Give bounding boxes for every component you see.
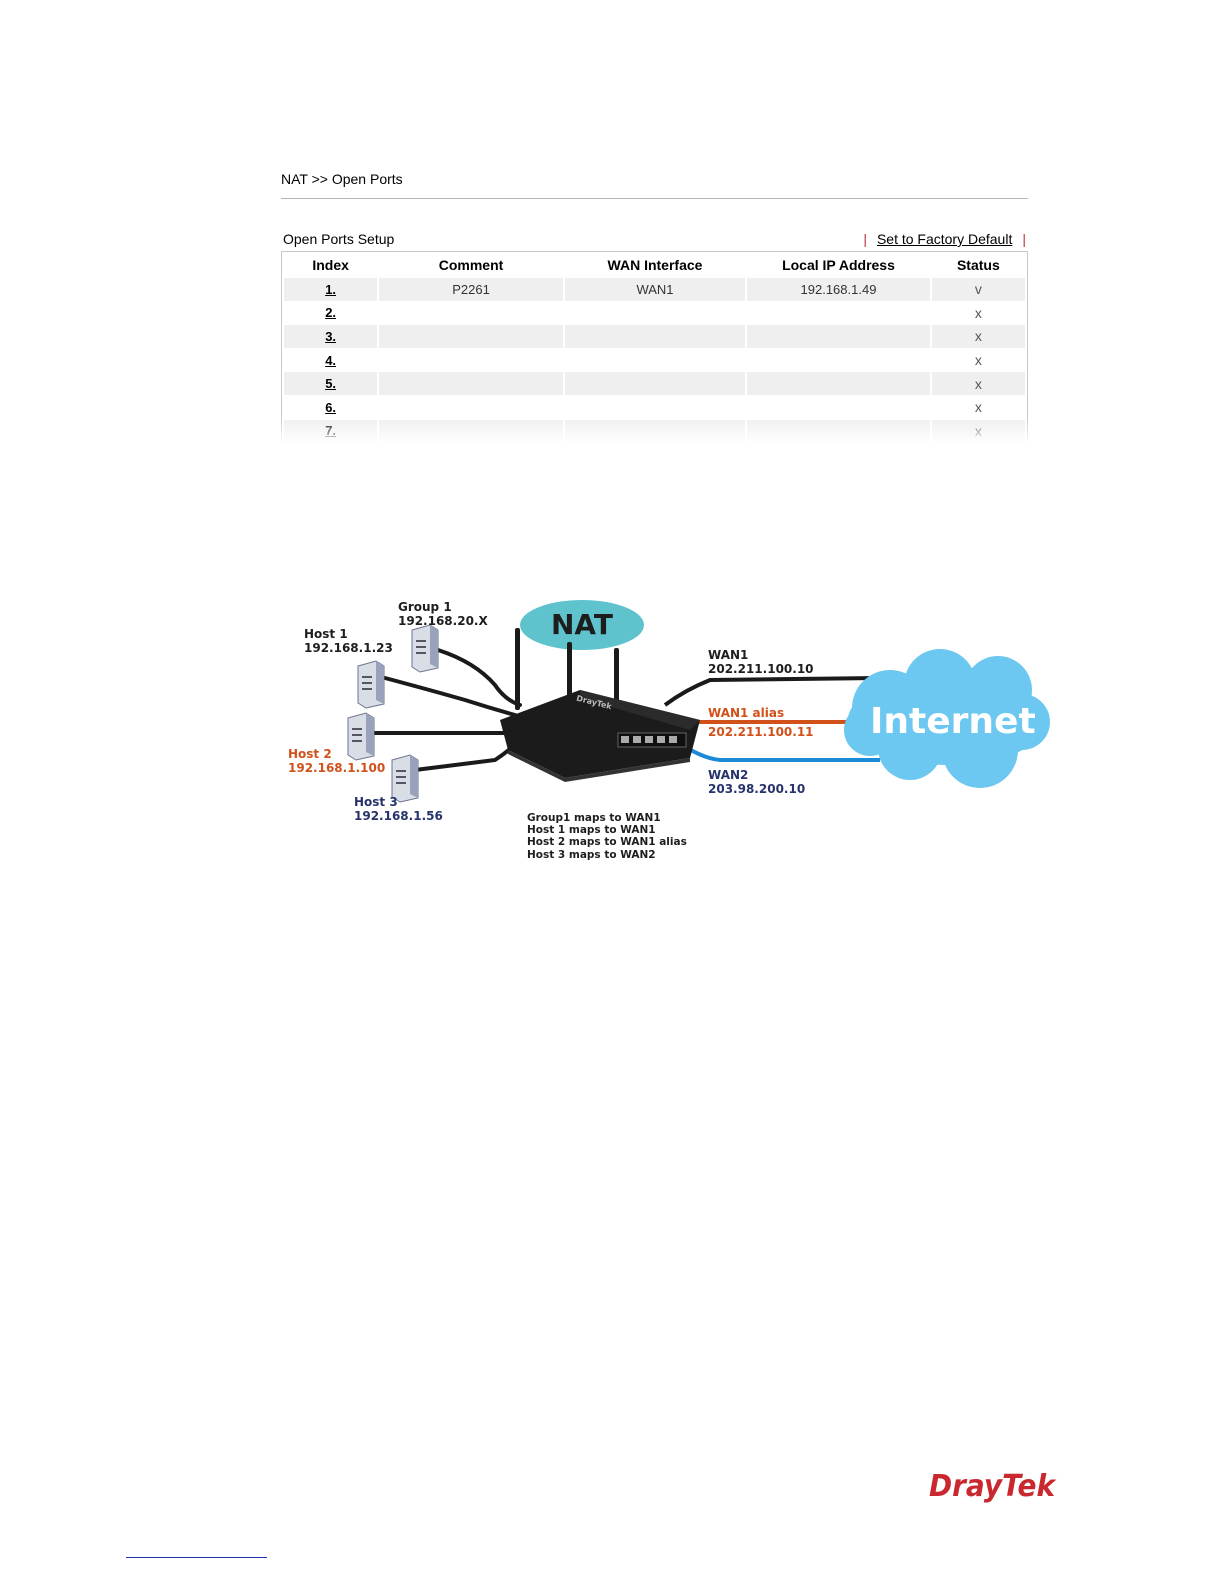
table-row: 4. x: [284, 348, 1025, 372]
breadcrumb-divider: [281, 198, 1028, 199]
server-host2-icon: [347, 712, 375, 761]
group1-name: Group 1: [398, 600, 452, 614]
server-host3-icon: [391, 754, 419, 803]
wan1-alias-ip: 202.211.100.11: [708, 725, 814, 739]
nat-network-diagram: NAT Internet DrayTek Group 1 192.168.20.…: [280, 590, 1060, 870]
breadcrumb: NAT >> Open Ports: [281, 171, 403, 187]
host1-name: Host 1: [304, 627, 348, 641]
mapping-line: Host 1 maps to WAN1: [527, 824, 656, 837]
column-header-local-ip: Local IP Address: [747, 253, 930, 277]
comment-cell: [379, 395, 563, 419]
wan1-alias-name: WAN1 alias: [708, 706, 785, 720]
group1-ip: 192.168.20.X: [398, 614, 488, 628]
local-ip-cell: 192.168.1.49: [747, 278, 930, 301]
wan-interface-cell: [564, 348, 746, 372]
comment-cell: [379, 301, 563, 325]
column-header-wan-interface: WAN Interface: [564, 253, 746, 277]
status-cell: x: [931, 348, 1025, 372]
draytek-logo-mark: DrayTek: [929, 1469, 1057, 1504]
table-row: 2. x: [284, 301, 1025, 325]
server-host1-icon: [357, 660, 385, 709]
index-link[interactable]: 4.: [325, 352, 337, 368]
table-row: 6. x: [284, 395, 1025, 419]
local-ip-cell: [747, 372, 930, 395]
index-link[interactable]: 3.: [325, 328, 337, 344]
local-ip-cell: [747, 395, 930, 419]
host3-ip: 192.168.1.56: [354, 809, 443, 823]
wan-interface-cell: [564, 395, 746, 419]
router-icon: [500, 690, 700, 782]
local-ip-cell: [747, 301, 930, 325]
wan1-name: WAN1: [708, 648, 749, 662]
wan1-ip: 202.211.100.10: [708, 662, 814, 676]
lan-cables: [373, 648, 522, 772]
comment-cell: P2261: [379, 278, 563, 301]
nat-bubble: [520, 600, 644, 650]
server-group1-icon: [411, 624, 439, 673]
diagram-graphics: [347, 600, 1050, 803]
open-ports-table: Index Comment WAN Interface Local IP Add…: [282, 252, 1027, 443]
column-header-status: Status: [931, 253, 1025, 277]
column-header-index: Index: [284, 253, 378, 277]
table-row: 5. x: [284, 372, 1025, 395]
panel-title: Open Ports Setup: [283, 231, 395, 247]
table-row: 3. x: [284, 325, 1025, 348]
index-link[interactable]: 1.: [325, 281, 337, 297]
separator-left: |: [863, 231, 867, 247]
cable-group1: [436, 648, 522, 707]
separator-right: |: [1022, 231, 1026, 247]
footer-link-underline[interactable]: [126, 1557, 267, 1558]
status-cell: x: [931, 395, 1025, 419]
local-ip-cell: [747, 325, 930, 348]
wan2-name: WAN2: [708, 768, 749, 782]
cable-host3: [413, 738, 522, 772]
wan2-ip: 203.98.200.10: [708, 782, 806, 796]
open-ports-table-frame: Index Comment WAN Interface Local IP Add…: [281, 251, 1028, 444]
mapping-line: Host 2 maps to WAN1 alias: [527, 836, 687, 849]
mapping-legend: Group1 maps to WAN1 Host 1 maps to WAN1 …: [527, 812, 687, 861]
internet-cloud: [844, 649, 1050, 788]
index-link[interactable]: 2.: [325, 305, 337, 321]
cable-host1: [383, 676, 517, 717]
host2-name: Host 2: [288, 747, 332, 761]
index-link[interactable]: 6.: [325, 399, 337, 415]
host3-name: Host 3: [354, 795, 398, 809]
host1-ip: 192.168.1.23: [304, 641, 393, 655]
mapping-line: Group1 maps to WAN1: [527, 812, 661, 824]
status-cell: v: [931, 278, 1025, 301]
set-to-factory-default-link[interactable]: Set to Factory Default: [876, 231, 1013, 247]
comment-cell: [379, 348, 563, 372]
mapping-line: Host 3 maps to WAN2: [527, 848, 656, 861]
table-row: 1. P2261 WAN1 192.168.1.49 v: [284, 278, 1025, 301]
status-cell: x: [931, 325, 1025, 348]
status-cell: x: [931, 372, 1025, 395]
internet-label: Internet: [870, 701, 1036, 742]
nat-label: NAT: [550, 608, 614, 641]
wan-interface-cell: [564, 325, 746, 348]
table-header-row: Index Comment WAN Interface Local IP Add…: [284, 253, 1025, 277]
wan-interface-cell: WAN1: [564, 278, 746, 301]
local-ip-cell: [747, 348, 930, 372]
wan-interface-cell: [564, 372, 746, 395]
column-header-comment: Comment: [379, 253, 563, 277]
comment-cell: [379, 372, 563, 395]
comment-cell: [379, 325, 563, 348]
logo-text: DrayTek: [929, 1469, 1057, 1504]
index-link[interactable]: 5.: [325, 376, 337, 392]
factory-default-group: | Set to Factory Default |: [863, 231, 1026, 247]
host2-ip: 192.168.1.100: [288, 761, 386, 775]
table-fade-overlay: [281, 418, 1028, 444]
draytek-logo: DrayTek: [927, 1466, 1059, 1511]
wan-interface-cell: [564, 301, 746, 325]
wan1-line: [663, 676, 881, 707]
status-cell: x: [931, 301, 1025, 325]
